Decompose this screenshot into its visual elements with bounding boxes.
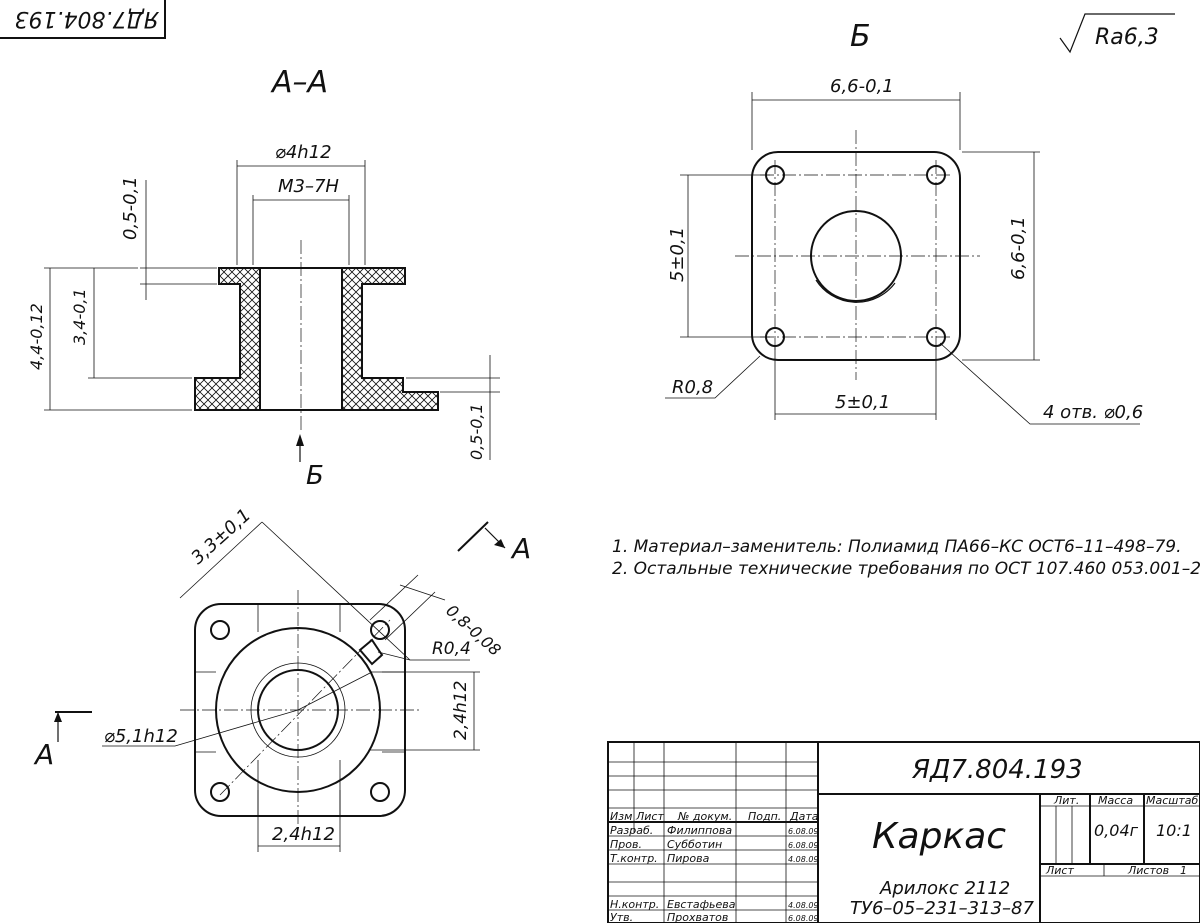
- section-aa-title: А–А: [270, 65, 328, 100]
- svg-text:Филиппова: Филиппова: [667, 824, 732, 837]
- svg-text:Масштаб: Масштаб: [1146, 794, 1198, 807]
- svg-text:4,4-0,12: 4,4-0,12: [27, 303, 46, 370]
- svg-text:Прохватов: Прохватов: [667, 911, 728, 923]
- svg-text:6.08.09: 6.08.09: [788, 914, 819, 923]
- svg-text:4 отв. ⌀0,6: 4 отв. ⌀0,6: [1043, 402, 1143, 423]
- svg-text:⌀5,1h12: ⌀5,1h12: [104, 726, 178, 747]
- svg-text:M3–7H: M3–7H: [278, 176, 339, 197]
- svg-text:10:1: 10:1: [1156, 821, 1192, 840]
- svg-text:Пирова: Пирова: [667, 852, 710, 865]
- svg-text:5±0,1: 5±0,1: [667, 227, 688, 282]
- svg-text:Масса: Масса: [1098, 794, 1133, 807]
- svg-text:6.08.09: 6.08.09: [788, 827, 819, 836]
- svg-text:0,5-0,1: 0,5-0,1: [467, 403, 486, 460]
- svg-text:1: 1: [1180, 864, 1187, 877]
- svg-text:2,4h12: 2,4h12: [451, 681, 471, 740]
- svg-text:Лист: Лист: [1045, 864, 1074, 877]
- roughness-text: Ra6,3: [1095, 25, 1159, 50]
- svg-text:Дата: Дата: [789, 810, 819, 823]
- svg-text:А: А: [33, 738, 54, 771]
- note-2: 2. Остальные технические требования по О…: [612, 559, 1200, 579]
- svg-text:4.08.09: 4.08.09: [788, 855, 819, 864]
- svg-text:Субботин: Субботин: [667, 838, 722, 851]
- svg-text:0,04г: 0,04г: [1094, 821, 1139, 840]
- svg-text:5±0,1: 5±0,1: [835, 392, 890, 413]
- title-block: Изм Лист № докум. Подп. Дата Разраб. Фил…: [607, 741, 1200, 923]
- svg-text:Изм: Изм: [610, 810, 632, 823]
- svg-text:Пров.: Пров.: [610, 838, 642, 851]
- svg-text:⌀4h12: ⌀4h12: [275, 142, 332, 163]
- svg-text:Листов: Листов: [1127, 864, 1169, 877]
- svg-text:3,4-0,1: 3,4-0,1: [70, 288, 89, 345]
- part-name: Каркас: [872, 816, 1006, 857]
- corner-stamp: ЯД7.804.193: [0, 0, 166, 39]
- svg-text:Разраб.: Разраб.: [610, 824, 653, 837]
- svg-text:Лит.: Лит.: [1053, 794, 1079, 807]
- svg-text:R0,8: R0,8: [672, 377, 713, 398]
- section-aa: А–А ⌀4h12 M3–7H 0,5-0,1 4,4-0,12 3,4-0,1…: [27, 65, 500, 491]
- svg-text:R0,4: R0,4: [432, 639, 471, 659]
- svg-text:6.08.09: 6.08.09: [788, 841, 819, 850]
- svg-text:0,5-0,1: 0,5-0,1: [120, 176, 141, 240]
- svg-text:Н.контр.: Н.контр.: [610, 898, 659, 911]
- svg-text:А: А: [510, 532, 531, 565]
- svg-text:6,6-0,1: 6,6-0,1: [830, 76, 894, 97]
- view-b-title: Б: [850, 19, 871, 54]
- corner-stamp-text: ЯД7.804.193: [15, 6, 160, 31]
- svg-text:Лист: Лист: [635, 810, 664, 823]
- view-b: Б 6,6-0,1 6,6-0,1 5±0,1 5±0,1 R0,8 4: [665, 19, 1143, 425]
- svg-text:Т.контр.: Т.контр.: [610, 852, 658, 865]
- svg-text:Евстафьева: Евстафьева: [667, 898, 736, 911]
- svg-text:6,6-0,1: 6,6-0,1: [1008, 216, 1029, 280]
- svg-text:№ докум.: № докум.: [677, 810, 732, 823]
- material-line1: Арилокс 2112: [879, 878, 1010, 899]
- svg-text:3,3±0,1: 3,3±0,1: [187, 505, 255, 569]
- note-1: 1. Материал–заменитель: Полиамид ПА66–КС…: [612, 537, 1181, 557]
- material-line2: ТУ6–05–231–313–87: [850, 898, 1034, 919]
- designation: ЯД7.804.193: [911, 755, 1083, 785]
- roughness-mark: Ra6,3: [1059, 13, 1175, 54]
- svg-text:4.08.09: 4.08.09: [788, 901, 819, 910]
- svg-text:2,4h12: 2,4h12: [272, 824, 335, 845]
- svg-text:Утв.: Утв.: [610, 911, 633, 923]
- svg-text:Подп.: Подп.: [748, 810, 781, 823]
- plan-view: 3,3±0,1 0,8-0,08 R0,4 2,4h12 2,4h12 ⌀5,1…: [33, 505, 531, 852]
- svg-text:Б: Б: [306, 461, 324, 491]
- notes: 1. Материал–заменитель: Полиамид ПА66–КС…: [612, 537, 1200, 579]
